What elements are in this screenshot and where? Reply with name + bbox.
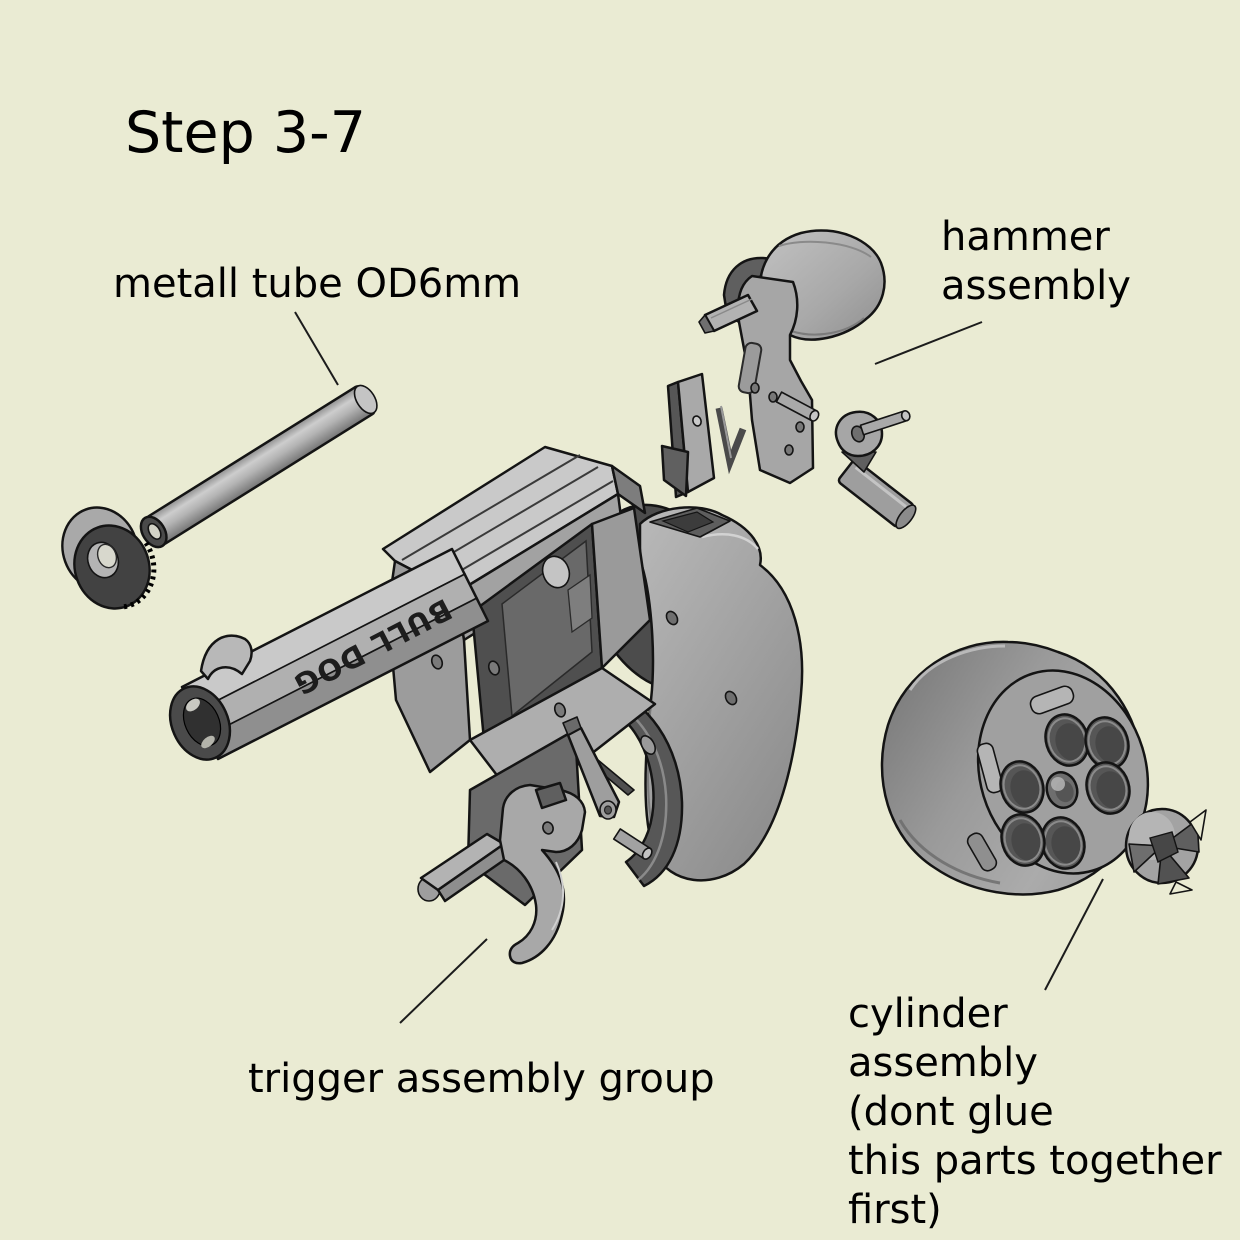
hammer-body: [736, 274, 815, 485]
grip-screw-hole: [665, 610, 679, 626]
muzzle-nut-illustration: [61, 506, 157, 610]
cylinder-chambers: [999, 713, 1131, 870]
frame-pin: [612, 828, 653, 860]
label-hammer-line-2: assembly: [941, 263, 1131, 309]
knurling-texture: [120, 541, 157, 610]
frame-right-pillar: [590, 506, 652, 670]
hammer-pawl: [660, 372, 716, 499]
cylinder-illustration: [880, 640, 1207, 896]
label-metal-tube: metall tube OD6mm: [113, 261, 521, 307]
label-cylinder-line-5: first): [848, 1187, 942, 1233]
grip-screw-hole: [724, 690, 738, 706]
label-cylinder-line-4: this parts together: [848, 1138, 1222, 1184]
leader-line-trigger: [399, 938, 488, 1024]
hammer-roller: [834, 410, 917, 530]
front-sight: [199, 634, 253, 681]
cylinder-center-hole: [1045, 770, 1079, 810]
sear-lever: [562, 716, 635, 820]
step-title: Step 3-7: [125, 100, 366, 166]
hammer-strut-pin: [775, 391, 820, 422]
trigger-assembly-illustration: [417, 716, 635, 965]
label-cylinder-line-3: (dont glue: [848, 1089, 1054, 1135]
metal-tube-illustration: [139, 384, 378, 549]
revolver-frame-illustration: BULL DOG: [168, 445, 804, 907]
label-cylinder-line-2: assembly: [848, 1040, 1038, 1086]
leader-line-cylinder: [1044, 878, 1104, 991]
label-trigger: trigger assembly group: [248, 1056, 715, 1102]
label-cylinder-line-1: cylinder: [848, 991, 1008, 1037]
trigger: [498, 781, 587, 965]
extractor-star-illustration: [1124, 807, 1207, 895]
hammer-spring: [715, 407, 747, 475]
window-hole: [541, 555, 571, 589]
leader-line-hammer: [874, 321, 983, 365]
hammer-assembly-illustration: [660, 229, 917, 530]
leader-line-metal-tube: [294, 311, 339, 386]
label-hammer-line-1: hammer: [941, 214, 1110, 260]
